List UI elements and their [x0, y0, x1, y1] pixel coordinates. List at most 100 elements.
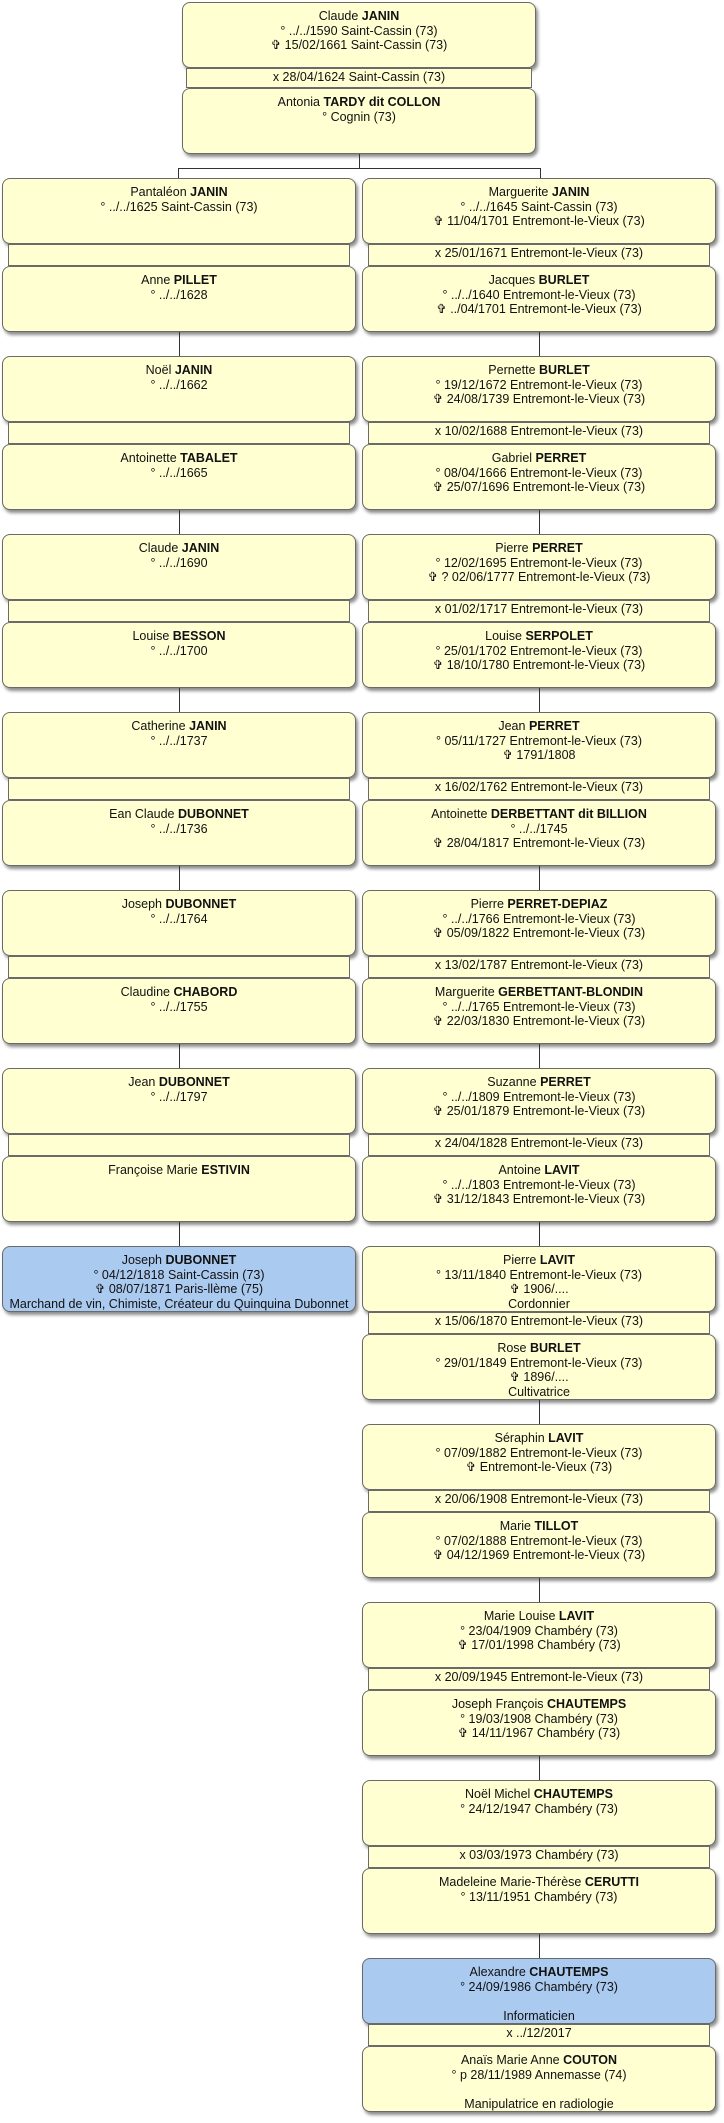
left-person-1-2[interactable]: Antoinette TABALET° ../../1665 — [2, 444, 356, 510]
surname: DUBONNET — [177, 807, 249, 821]
left-person-0-1[interactable]: Pantaléon JANIN° ../../1625 Saint-Cassin… — [2, 178, 356, 244]
person-detail: Manipulatrice en radiologie — [464, 2096, 614, 2111]
surname: JANIN — [361, 9, 400, 23]
person-box-root-1[interactable]: Claude JANIN° ../../1590 Saint-Cassin (7… — [182, 2, 536, 68]
right-person-4-1[interactable]: Pierre PERRET-DEPIAZ° ../../1766 Entremo… — [362, 890, 716, 956]
surname: JANIN — [189, 719, 227, 733]
surname: CHAUTEMPS — [529, 1965, 609, 1979]
right-person-1-2[interactable]: Gabriel PERRET° 08/04/1666 Entremont-le-… — [362, 444, 716, 510]
right-person-7-2[interactable]: Marie TILLOT° 07/02/1888 Entremont-le-Vi… — [362, 1512, 716, 1578]
given-name: Marguerite — [488, 185, 552, 199]
person-detail: ° ../../1640 Entremont-le-Vieux (73) — [442, 287, 636, 302]
person-detail: ° ../../1803 Entremont-le-Vieux (73) — [442, 1177, 636, 1192]
right-person-8-1[interactable]: Marie Louise LAVIT° 23/04/1909 Chambéry … — [362, 1602, 716, 1668]
given-name: Alexandre — [469, 1965, 530, 1979]
person-detail: ✞ 1906/.... — [509, 1282, 569, 1297]
right-person-0-1[interactable]: Marguerite JANIN° ../../1645 Saint-Cassi… — [362, 178, 716, 244]
person-detail: ✞ 22/03/1830 Entremont-le-Vieux (73) — [432, 1014, 646, 1029]
person-detail: ✞ 1896/.... — [509, 1370, 569, 1385]
surname: BESSON — [172, 629, 226, 643]
left-person-3-2[interactable]: Ean Claude DUBONNET° ../../1736 — [2, 800, 356, 866]
connector-line — [178, 168, 540, 169]
connector-line — [539, 1400, 540, 1424]
connector-line — [540, 168, 541, 178]
right-person-2-2[interactable]: Louise SERPOLET° 25/01/1702 Entremont-le… — [362, 622, 716, 688]
connector-line — [539, 1044, 540, 1068]
left-person-4-1[interactable]: Joseph DUBONNET° ../../1764 — [2, 890, 356, 956]
right-marriage-8: x 20/09/1945 Entremont-le-Vieux (73) — [368, 1668, 710, 1690]
left-person-2-1[interactable]: Claude JANIN° ../../1690 — [2, 534, 356, 600]
right-marriage-1: x 10/02/1688 Entremont-le-Vieux (73) — [368, 422, 710, 444]
person-name: Marie TILLOT — [363, 1519, 715, 1534]
left-person-4-2[interactable]: Claudine CHABORD° ../../1755 — [2, 978, 356, 1044]
person-name: Antoine LAVIT — [363, 1163, 715, 1178]
given-name: Pierre — [470, 897, 508, 911]
surname: JANIN — [174, 363, 213, 377]
right-person-10-1[interactable]: Alexandre CHAUTEMPS° 24/09/1986 Chambéry… — [362, 1958, 716, 2024]
connector-line — [539, 1578, 540, 1602]
given-name: Louise — [485, 629, 526, 643]
given-name: Joseph — [121, 897, 166, 911]
right-marriage-4: x 13/02/1787 Entremont-le-Vieux (73) — [368, 956, 710, 978]
person-detail: ° ../../1700 — [150, 643, 208, 658]
person-detail: ° ../../1764 — [150, 911, 208, 926]
left-marriage-3 — [8, 778, 350, 800]
left-person-3-1[interactable]: Catherine JANIN° ../../1737 — [2, 712, 356, 778]
surname: JANIN — [551, 185, 590, 199]
person-name: Ean Claude DUBONNET — [3, 807, 355, 822]
person-detail: ✞ 14/11/1967 Chambéry (73) — [457, 1726, 621, 1741]
right-person-5-2[interactable]: Antoine LAVIT° ../../1803 Entremont-le-V… — [362, 1156, 716, 1222]
surname: JANIN — [181, 541, 220, 555]
person-name: Noël JANIN — [3, 363, 355, 378]
person-detail: ✞ 1791/1808 — [502, 748, 576, 763]
left-person-1-1[interactable]: Noël JANIN° ../../1662 — [2, 356, 356, 422]
surname: PERRET — [532, 541, 583, 555]
given-name: Marie Louise — [483, 1609, 559, 1623]
right-person-10-2[interactable]: Anaïs Marie Anne COUTON° p 28/11/1989 An… — [362, 2046, 716, 2112]
left-person-2-2[interactable]: Louise BESSON° ../../1700 — [2, 622, 356, 688]
left-person-0-2[interactable]: Anne PILLET° ../../1628 — [2, 266, 356, 332]
right-person-9-1[interactable]: Noël Michel CHAUTEMPS° 24/12/1947 Chambé… — [362, 1780, 716, 1846]
left-final-person[interactable]: Joseph DUBONNET° 04/12/1818 Saint-Cassin… — [2, 1246, 356, 1312]
person-detail: ✞ 28/04/1817 Entremont-le-Vieux (73) — [432, 836, 646, 851]
right-person-4-2[interactable]: Marguerite GERBETTANT-BLONDIN° ../../176… — [362, 978, 716, 1044]
surname: DERBETTANT dit BILLION — [490, 807, 647, 821]
left-marriage-5 — [8, 1134, 350, 1156]
person-name: Françoise Marie ESTIVIN — [3, 1163, 355, 1178]
right-person-3-1[interactable]: Jean PERRET° 05/11/1727 Entremont-le-Vie… — [362, 712, 716, 778]
right-person-9-2[interactable]: Madeleine Marie-Thérèse CERUTTI° 13/11/1… — [362, 1868, 716, 1934]
surname: LAVIT — [544, 1163, 580, 1177]
left-person-5-2[interactable]: Françoise Marie ESTIVIN — [2, 1156, 356, 1222]
person-box-root-2[interactable]: Antonia TARDY dit COLLON° Cognin (73) — [182, 88, 536, 154]
person-detail: ✞ 25/07/1696 Entremont-le-Vieux (73) — [432, 480, 646, 495]
right-person-1-1[interactable]: Pernette BURLET° 19/12/1672 Entremont-le… — [362, 356, 716, 422]
person-detail: Informaticien — [503, 2008, 575, 2023]
person-detail: ° ../../1590 Saint-Cassin (73) — [280, 23, 438, 38]
person-detail: ° ../../1755 — [150, 999, 208, 1014]
given-name: Claude — [318, 9, 362, 23]
right-person-8-2[interactable]: Joseph François CHAUTEMPS° 19/03/1908 Ch… — [362, 1690, 716, 1756]
given-name: Antoinette — [431, 807, 491, 821]
person-detail: ✞ 08/07/1871 Paris-llème (75) — [94, 1282, 264, 1297]
person-detail: ° 29/01/1849 Entremont-le-Vieux (73) — [435, 1355, 643, 1370]
surname: TABALET — [180, 451, 238, 465]
right-person-0-2[interactable]: Jacques BURLET° ../../1640 Entremont-le-… — [362, 266, 716, 332]
person-detail: ° ../../1736 — [150, 821, 208, 836]
left-marriage-2 — [8, 600, 350, 622]
person-detail: ° p 28/11/1989 Annemasse (74) — [451, 2067, 627, 2082]
given-name: Anne — [141, 273, 174, 287]
right-person-7-1[interactable]: Séraphin LAVIT° 07/09/1882 Entremont-le-… — [362, 1424, 716, 1490]
left-person-5-1[interactable]: Jean DUBONNET° ../../1797 — [2, 1068, 356, 1134]
right-person-6-2[interactable]: Rose BURLET° 29/01/1849 Entremont-le-Vie… — [362, 1334, 716, 1400]
right-person-6-1[interactable]: Pierre LAVIT° 13/11/1840 Entremont-le-Vi… — [362, 1246, 716, 1312]
given-name: Pantaléon — [130, 185, 191, 199]
right-marriage-9: x 03/03/1973 Chambéry (73) — [368, 1846, 710, 1868]
given-name: Suzanne — [487, 1075, 541, 1089]
right-person-5-1[interactable]: Suzanne PERRET° ../../1809 Entremont-le-… — [362, 1068, 716, 1134]
connector-line — [179, 688, 180, 712]
given-name: Marie — [499, 1519, 535, 1533]
right-marriage-2: x 01/02/1717 Entremont-le-Vieux (73) — [368, 600, 710, 622]
person-detail: ✞ 05/09/1822 Entremont-le-Vieux (73) — [432, 926, 646, 941]
right-person-2-1[interactable]: Pierre PERRET° 12/02/1695 Entremont-le-V… — [362, 534, 716, 600]
right-person-3-2[interactable]: Antoinette DERBETTANT dit BILLION° ../..… — [362, 800, 716, 866]
